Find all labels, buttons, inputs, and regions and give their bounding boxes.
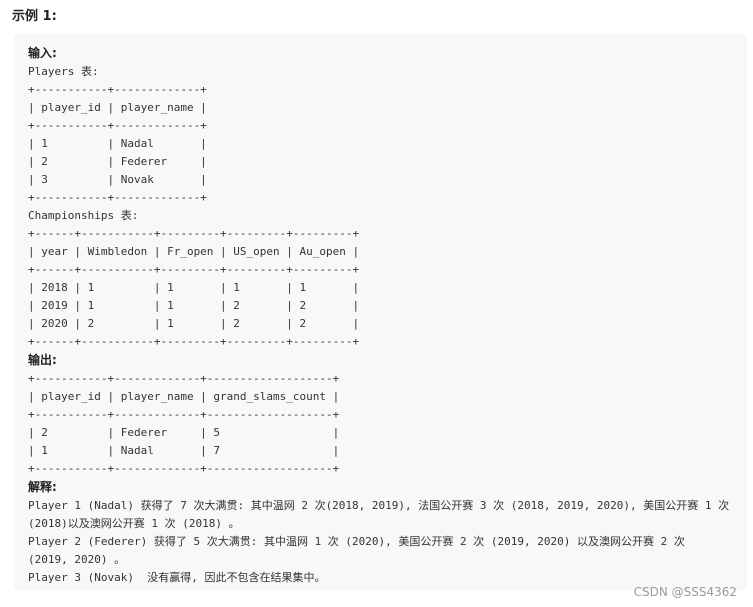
explanation-label: 解释: — [28, 480, 57, 494]
input-label: 输入: — [28, 46, 57, 60]
players-caption: Players 表: — [28, 65, 99, 78]
championships-table: +------+-----------+---------+---------+… — [28, 227, 360, 348]
players-table: +-----------+-------------+ | player_id … — [28, 83, 207, 204]
output-label: 输出: — [28, 353, 57, 367]
example-content: 输入: Players 表: +-----------+------------… — [14, 34, 747, 587]
example-code-block: 输入: Players 表: +-----------+------------… — [14, 34, 747, 590]
output-table: +-----------+-------------+-------------… — [28, 372, 340, 475]
championships-caption: Championships 表: — [28, 209, 139, 222]
explanation-text: Player 1 (Nadal) 获得了 7 次大满贯: 其中温网 2 次(20… — [28, 499, 730, 584]
example-heading: 示例 1: — [12, 9, 57, 24]
watermark: CSDN @SSS4362 — [633, 585, 737, 599]
